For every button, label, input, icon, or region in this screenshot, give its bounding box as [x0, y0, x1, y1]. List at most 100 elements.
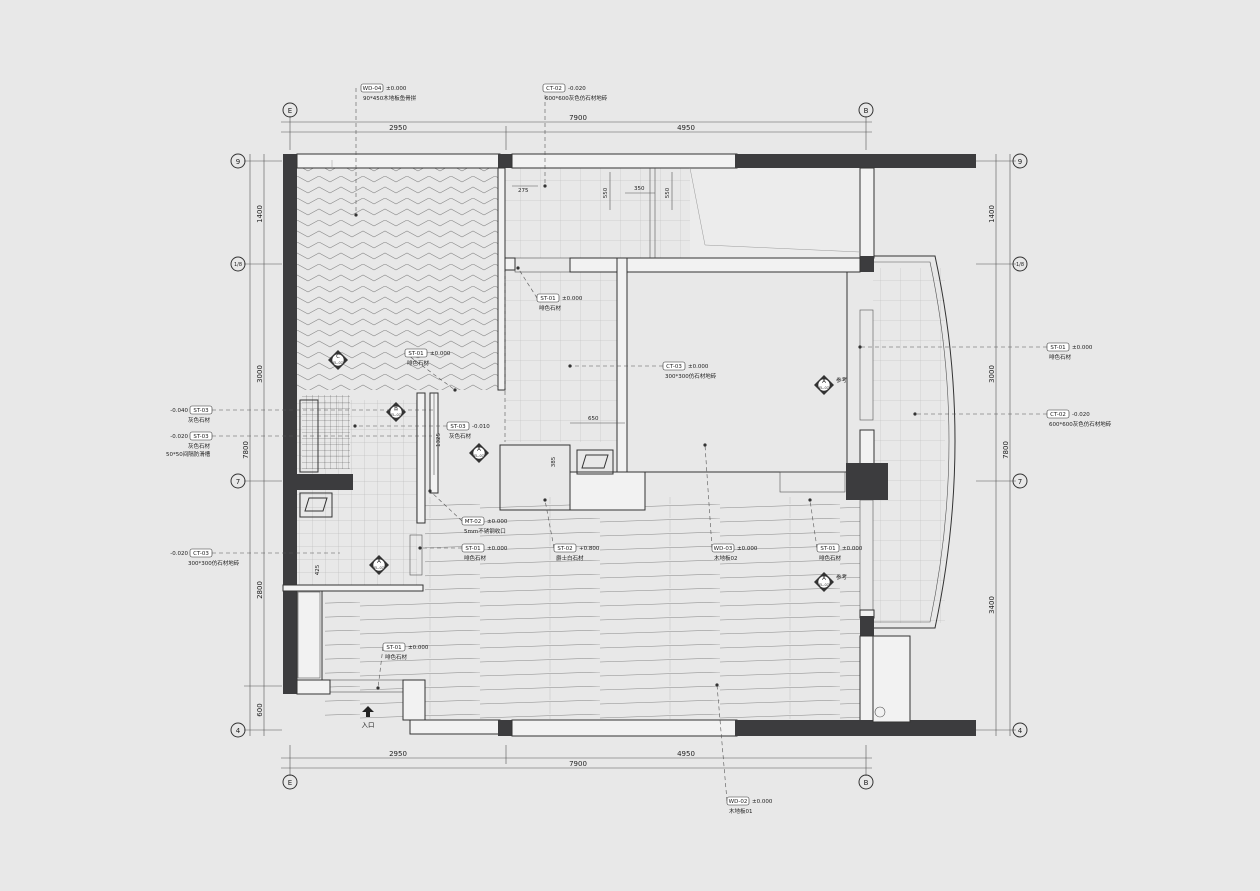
annotation-level: ±0.000: [842, 546, 863, 552]
annotation-code: ST-01: [465, 546, 480, 552]
annotation-code: ST-03: [450, 424, 466, 430]
annotation-code: CT-02: [546, 86, 562, 92]
annotation-code: ST-01: [820, 546, 835, 552]
dim-a-bottom: 2950: [389, 750, 407, 758]
svg-text:550: 550: [603, 187, 609, 198]
annotation-desc: 5mm不锈钢收口: [464, 527, 506, 535]
annotation-code: ST-01: [408, 351, 423, 357]
section-mark-c: C EL-07: [328, 350, 348, 370]
annotation-desc: 300*300仿石材地砖: [665, 372, 717, 380]
annotation-level: ±0.000: [688, 364, 709, 370]
annotation-desc: 啡色石材: [1049, 353, 1072, 361]
svg-text:A: A: [822, 379, 826, 385]
svg-text:1/8: 1/8: [1016, 262, 1024, 268]
svg-text:EL-07: EL-07: [474, 454, 484, 458]
annotation-level: -0.040: [170, 408, 188, 414]
walls: [282, 153, 976, 737]
annotation-level: ±0.000: [752, 799, 773, 805]
top-dimension-chain: 7900 2950 4950: [281, 114, 872, 150]
dim-right-a: 1400: [988, 205, 996, 223]
annotation-desc: 木地板02: [714, 554, 738, 562]
section-mark-b: B EL-07: [386, 402, 406, 422]
annotation-level: ±0.000: [386, 86, 407, 92]
dim-b-bottom: 4950: [677, 750, 695, 758]
dim-right-c: 3400: [988, 596, 996, 614]
shower-tile: [302, 395, 350, 469]
grid-bubble-right-1-8: 1/8: [1012, 256, 1028, 272]
section-mark-a-3: A EL-07 参考: [814, 375, 848, 395]
svg-text:7: 7: [1018, 478, 1022, 486]
annotation-code: ST-01: [1050, 345, 1065, 351]
grid-bubble-right-9: 9: [1012, 153, 1028, 169]
annotation-level: -0.010: [472, 424, 490, 430]
annotation-code: CT-03: [666, 364, 682, 370]
annotation-level: +0.800: [579, 546, 600, 552]
svg-text:B: B: [394, 406, 398, 412]
annotation-desc: 灰色石材: [188, 442, 211, 450]
material-annotations: WD-04 ±0.000 90*450木地板鱼骨拼 CT-02 -0.020 600*60…: [353, 83, 1112, 815]
annotation-desc: 爵士白石材: [556, 554, 584, 562]
svg-text:9: 9: [1018, 158, 1022, 166]
inner-dimensions: 275 550 350 550 650 1325 425 385: [315, 172, 673, 575]
svg-text:425: 425: [315, 564, 321, 575]
annotation-desc: 灰色石材: [188, 416, 211, 424]
annotation-code: ST-03: [193, 434, 209, 440]
annotation-desc: 90*450木地板鱼骨拼: [363, 94, 417, 102]
annotation-level: -0.020: [568, 86, 586, 92]
dim-left-d: 600: [256, 703, 264, 716]
annotation-code: WD-04: [363, 86, 382, 92]
grid-bubble-left-7: 7: [230, 473, 246, 489]
dim-right-b: 3000: [988, 365, 996, 383]
annotation-level: -0.020: [170, 551, 188, 557]
annotation-code: ST-01: [386, 645, 401, 651]
annotation-level: -0.020: [1072, 412, 1090, 418]
svg-text:EL-07: EL-07: [333, 361, 343, 365]
left-dimension-chain: 7800 1400 3000 2800 600: [242, 154, 282, 736]
svg-text:650: 650: [588, 416, 599, 422]
annotation-desc: 啡色石材: [539, 304, 562, 312]
annotation-tag: CT-02 -0.020 600*600灰色仿石材地砖: [542, 83, 608, 188]
svg-text:C: C: [336, 354, 340, 360]
svg-text:B: B: [864, 779, 869, 787]
svg-text:A: A: [377, 559, 381, 565]
balcony-floor: [690, 168, 860, 258]
svg-text:EL-07: EL-07: [391, 413, 401, 417]
svg-text:350: 350: [634, 186, 645, 192]
annotation-level: ±0.000: [737, 546, 758, 552]
right-dimension-chain: 1400 3000 3400 7800: [976, 154, 1016, 736]
svg-text:7: 7: [236, 478, 240, 486]
svg-text:1325: 1325: [436, 433, 442, 447]
svg-text:4: 4: [1018, 727, 1023, 735]
grid-bubble-bottom-left: E: [282, 774, 298, 790]
annotation-desc: 啡色石材: [464, 554, 487, 562]
grid-bubble-right-7: 7: [1012, 473, 1028, 489]
dim-left-c: 2800: [256, 581, 264, 599]
grid-bubble-bottom-right: B: [858, 774, 874, 790]
grid-bubble-right-4: 4: [1012, 722, 1028, 738]
annotation-desc: 600*600灰色仿石材地砖: [545, 94, 608, 102]
fixtures: [297, 160, 886, 718]
annotation-desc: 啡色石材: [407, 359, 430, 367]
annotation-level: ±0.000: [487, 519, 508, 525]
left-material-annotations: ST-03-0.040灰色石材ST-03-0.020灰色石材50*50间隔防滑槽…: [166, 405, 435, 567]
dim-b-top: 4950: [677, 124, 695, 132]
annotation-level: ±0.000: [1072, 345, 1093, 351]
grid-bubble-top-right: B: [858, 102, 874, 118]
svg-text:1/8: 1/8: [234, 262, 242, 268]
svg-text:E: E: [288, 779, 292, 787]
dim-total-bottom: 7900: [569, 760, 587, 768]
annotation-code: ST-01: [540, 296, 555, 302]
annotation-desc-2: 50*50间隔防滑槽: [166, 450, 211, 458]
entrance-label: 入口: [362, 721, 375, 729]
annotation-tag: CT-03 ±0.000 300*300仿石材地砖: [568, 361, 717, 380]
svg-text:550: 550: [665, 187, 671, 198]
annotation-level: ±0.000: [487, 546, 508, 552]
annotation-desc: 灰色石材: [449, 432, 472, 440]
annotation-desc: 300*300仿石材地砖: [188, 559, 240, 567]
